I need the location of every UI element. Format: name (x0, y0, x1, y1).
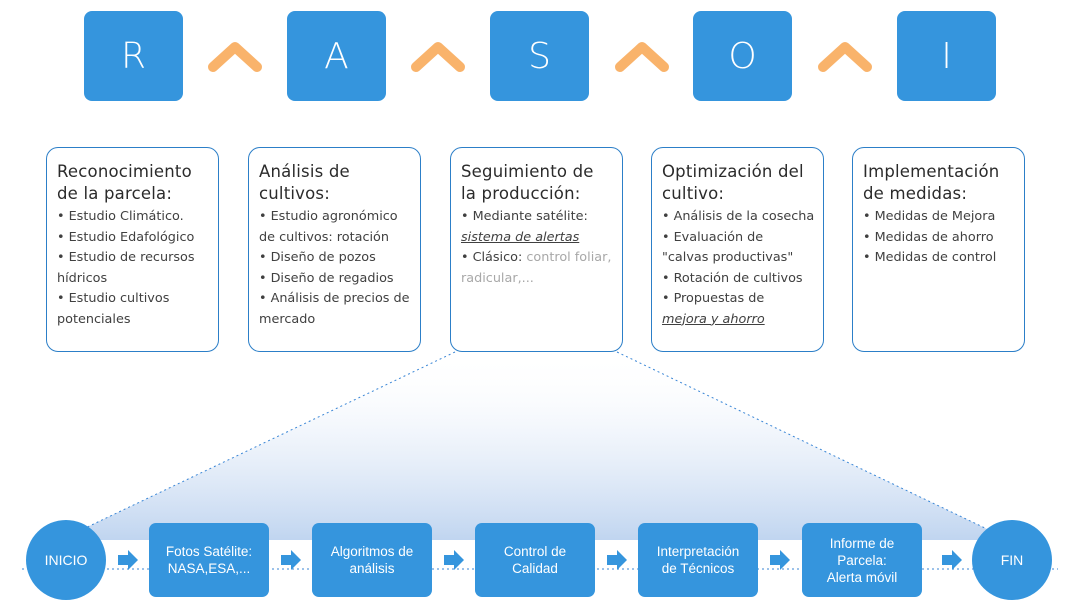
card-item: Propuestas de (662, 289, 815, 310)
card-item: Medidas de Mejora (863, 207, 1016, 228)
card-title-line: cultivo: (662, 184, 725, 203)
card-item: Estudio Edafológico (57, 228, 210, 249)
step-line: Interpretación (656, 544, 740, 559)
card-optimizacion: Optimización del cultivo: Análisis de la… (651, 147, 824, 352)
card-title-line: Reconocimiento (57, 162, 192, 181)
step-line: Control de (503, 544, 567, 559)
card-title-line: la producción: (461, 184, 581, 203)
arrow-right-icon (444, 550, 464, 570)
step-satellite-photos: Fotos Satélite: NASA,ESA,... (149, 523, 269, 597)
card-item: Análisis de la cosecha (662, 207, 815, 228)
card-item: Estudio agronómico (259, 207, 412, 228)
card-title-line: Seguimiento de (461, 162, 594, 181)
chevron-up-icon (411, 42, 465, 72)
step-line: Calidad (512, 561, 558, 576)
card-title: Seguimiento de la producción: (461, 161, 614, 205)
card-item-continued: potenciales (57, 311, 131, 327)
letter-box-s: S (490, 11, 589, 101)
step-line: Fotos Satélite: (165, 544, 253, 559)
card-item: Medidas de ahorro (863, 228, 1016, 249)
card-item: Análisis de precios de (259, 289, 412, 310)
card-item: Estudio Climático. (57, 207, 210, 228)
step-technician-interpretation: Interpretación de Técnicos (638, 523, 758, 597)
chevron-up-icon (208, 42, 262, 72)
step-line: análisis (349, 561, 395, 576)
step-line: Alerta móvil (826, 569, 898, 585)
step-line: de Técnicos (661, 561, 735, 576)
letter-box-i: I (897, 11, 996, 101)
card-item-label: Clásico: (472, 250, 523, 265)
card-item: Estudio cultivos (57, 289, 210, 310)
card-item: Rotación de cultivos (662, 269, 815, 290)
card-title-line: de medidas: (863, 184, 968, 203)
start-node: INICIO (26, 520, 106, 600)
end-node: FIN (972, 520, 1052, 600)
card-item: Diseño de regadios (259, 269, 412, 290)
letter-box-a: A (287, 11, 386, 101)
card-reconocimiento: Reconocimiento de la parcela: Estudio Cl… (46, 147, 219, 352)
card-title-line: Optimización del (662, 162, 804, 181)
card-item-continued: hídricos (57, 270, 108, 286)
card-title: Reconocimiento de la parcela: (57, 161, 210, 205)
card-item: Diseño de pozos (259, 248, 412, 269)
card-item: Evaluación de (662, 228, 815, 249)
arrow-right-icon (118, 550, 138, 570)
letter-box-o: O (693, 11, 792, 101)
card-title: Implementación de medidas: (863, 161, 1016, 205)
card-item-continued: "calvas productivas" (662, 250, 794, 265)
card-item: Medidas de control (863, 248, 1016, 269)
chevron-up-icon (615, 42, 669, 72)
card-item-continued: radicular,... (461, 270, 534, 286)
pipeline-expansion-backdrop (22, 351, 1058, 570)
arrow-right-icon (281, 550, 301, 570)
card-seguimiento: Seguimiento de la producción: Mediante s… (450, 147, 623, 352)
step-quality-control: Control de Calidad (475, 523, 595, 597)
arrow-right-icon (770, 550, 790, 570)
card-title-line: cultivos: (259, 184, 330, 203)
card-title-line: Análisis de (259, 162, 350, 181)
step-algorithms: Algoritmos de análisis (312, 523, 432, 597)
chevron-up-icon (818, 42, 872, 72)
improvement-savings-link: mejora y ahorro (662, 311, 765, 327)
card-title: Optimización del cultivo: (662, 161, 815, 205)
card-implementacion: Implementación de medidas: Medidas de Me… (852, 147, 1025, 352)
arrow-right-icon (942, 550, 962, 570)
card-item: Estudio de recursos (57, 248, 210, 269)
card-item-muted: control foliar, (526, 250, 612, 265)
step-line: Parcela: (837, 552, 887, 568)
step-line: Informe de (829, 535, 895, 551)
step-line: Algoritmos de (330, 544, 414, 559)
card-item: Clásico: control foliar, (461, 248, 614, 269)
card-title: Análisis de cultivos: (259, 161, 412, 205)
arrow-right-icon (607, 550, 627, 570)
card-title-line: Implementación (863, 162, 1000, 181)
step-line: NASA,ESA,... (167, 561, 251, 576)
card-item-continued: de cultivos: rotación (259, 229, 389, 245)
card-item: Mediante satélite: (461, 207, 614, 228)
alert-system-link: sistema de alertas (461, 229, 580, 245)
letter-box-r: R (84, 11, 183, 101)
card-analisis: Análisis de cultivos: Estudio agronómico… (248, 147, 421, 352)
card-item-continued: mercado (259, 311, 316, 327)
card-title-line: de la parcela: (57, 184, 173, 203)
